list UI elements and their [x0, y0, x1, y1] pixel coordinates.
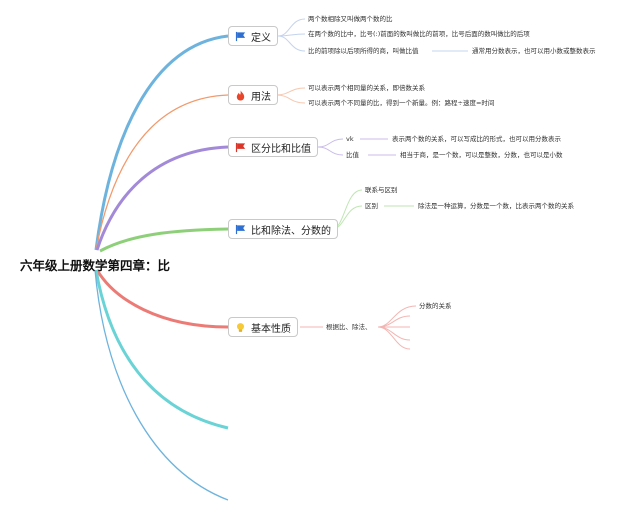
red-flag-icon [235, 142, 246, 152]
branch-label: 比和除法、分数的 [251, 225, 331, 237]
blue-flag-icon [235, 224, 246, 234]
definition-note[interactable]: 通常用分数表示，也可以用小数或整数表示 [472, 47, 596, 55]
definition-item[interactable]: 两个数相除又叫做两个数的比 [308, 15, 393, 23]
branch-label: 区分比和比值 [251, 143, 311, 155]
distinguish-desc[interactable]: 表示两个数的关系，可以写成比的形式，也可以用分数表示 [392, 135, 561, 143]
distinguish-term[interactable]: vk [346, 135, 354, 143]
branch-definition[interactable]: 定义 [228, 26, 278, 46]
branch-line-teal [94, 269, 229, 430]
property-sub[interactable]: 分数的关系 [419, 302, 452, 310]
branch-label: 基本性质 [251, 323, 291, 335]
branch-usage[interactable]: 用法 [228, 85, 278, 105]
branch-line-distinguish [95, 145, 229, 251]
blue-flag-icon [235, 31, 246, 41]
lightbulb-icon [237, 322, 244, 332]
branch-line-property [95, 269, 229, 329]
definition-item[interactable]: 比的前项除以后项所得的商，叫做比值 [308, 47, 419, 55]
branch-property[interactable]: 基本性质 [228, 317, 298, 337]
branch-line-usage [95, 94, 229, 251]
distinguish-term[interactable]: 比值 [346, 151, 359, 159]
branch-line-blue-lower [94, 269, 229, 501]
relation-desc[interactable]: 除法是一种运算，分数是一个数，比表示两个数的关系 [418, 202, 574, 210]
branch-relation[interactable]: 比和除法、分数的 [228, 219, 338, 239]
property-item[interactable]: 根据比、除法、 [326, 323, 372, 331]
usage-item[interactable]: 可以表示两个不同量的比，得到一个新量。例：路程÷速度=时间 [308, 99, 495, 107]
branch-line-definition [94, 34, 229, 251]
root-topic[interactable]: 六年级上册数学第四章：比 [20, 258, 171, 273]
definition-item[interactable]: 在两个数的比中，比号(:)前面的数叫做比的前项，比号后面的数叫做比的后项 [308, 30, 530, 38]
relation-item[interactable]: 联系与区别 [365, 186, 398, 194]
branch-label: 用法 [251, 91, 271, 103]
distinguish-desc[interactable]: 相当于商，是一个数，可以是整数，分数，也可以是小数 [400, 151, 563, 159]
relation-item[interactable]: 区别 [365, 202, 378, 210]
branch-distinguish[interactable]: 区分比和比值 [228, 137, 318, 157]
branch-label: 定义 [251, 32, 271, 44]
usage-item[interactable]: 可以表示两个相同量的关系，即倍数关系 [308, 84, 425, 92]
branch-line-relation [99, 227, 229, 253]
fire-icon [236, 89, 245, 101]
